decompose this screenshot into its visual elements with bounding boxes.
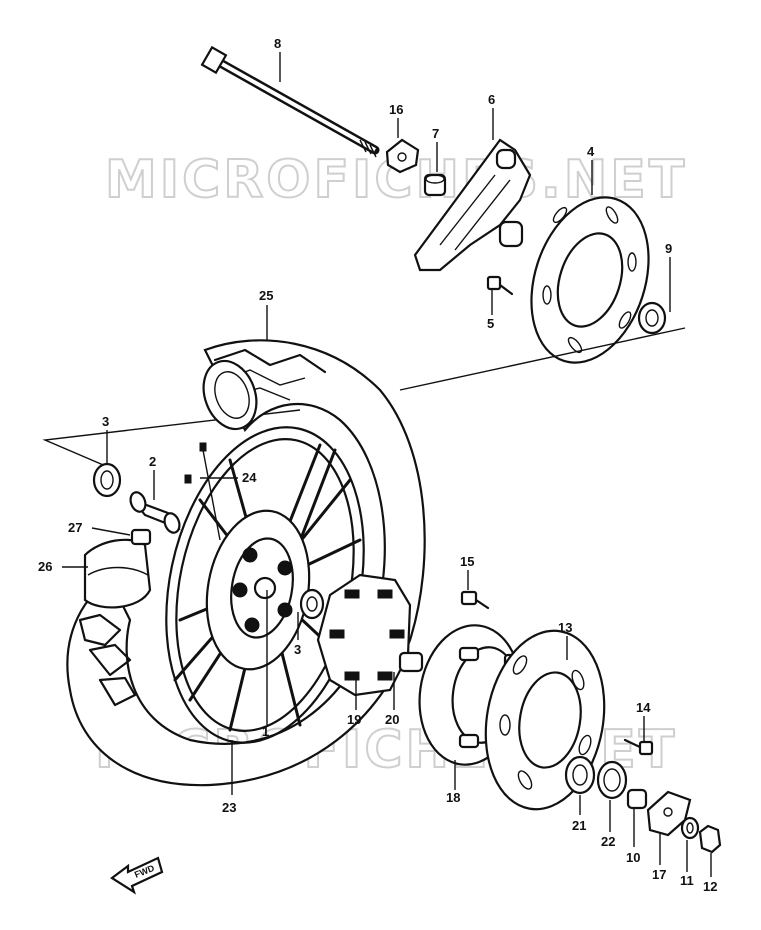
caliper-bracket-part [413, 138, 532, 272]
tire-part [66, 339, 426, 787]
callout-15: 15 [460, 554, 474, 569]
bearing-part [637, 301, 667, 335]
callout-3-top: 3 [102, 414, 109, 429]
spacer-tube-part [129, 491, 181, 534]
callout-22: 22 [601, 834, 615, 849]
callout-24: 24 [242, 470, 257, 485]
spacer-part [423, 173, 447, 197]
callout-20: 20 [385, 712, 399, 727]
wheel-hub-part [205, 509, 311, 671]
cush-drive-damper-part [316, 573, 412, 697]
callout-4: 4 [587, 144, 595, 159]
sprocket-spacer-part [626, 788, 648, 810]
callout-25: 25 [259, 288, 273, 303]
valve-part [184, 442, 221, 541]
callout-9: 9 [665, 241, 672, 256]
callout-10: 10 [626, 850, 640, 865]
fwd-arrow-icon: FWD [110, 856, 164, 895]
callout-27: 27 [68, 520, 82, 535]
stud-part [460, 590, 490, 610]
callout-21: 21 [572, 818, 586, 833]
callout-8: 8 [274, 36, 281, 51]
callout-6: 6 [488, 92, 495, 107]
callout-18: 18 [446, 790, 460, 805]
left-bearing-part [92, 462, 122, 498]
sprocket-bearing-part [564, 755, 596, 795]
callout-1: 1 [262, 724, 269, 739]
tire-tread-part [78, 613, 137, 707]
callout-14: 14 [636, 700, 651, 715]
callout-16: 16 [389, 102, 403, 117]
callout-17: 17 [652, 867, 666, 882]
right-hub-bearing-part [299, 588, 325, 620]
callout-2: 2 [149, 454, 156, 469]
axle-nut-part [698, 824, 722, 854]
leader-lines [62, 52, 712, 877]
callout-12: 12 [703, 879, 717, 894]
callout-5: 5 [487, 316, 494, 331]
callout-3-bottom: 3 [294, 642, 301, 657]
sprocket-bolt-part [623, 738, 654, 756]
oil-seal-part [596, 760, 628, 800]
rim-strip-part [83, 528, 152, 609]
callouts: 8 16 7 6 4 9 5 25 3 2 24 27 26 3 1 23 19… [38, 36, 717, 894]
chain-adjuster-part [385, 138, 420, 174]
brake-disc-part [530, 196, 650, 364]
callout-13: 13 [558, 620, 572, 635]
callout-23: 23 [222, 800, 236, 815]
collar-part [398, 651, 424, 673]
callout-26: 26 [38, 559, 52, 574]
callout-11: 11 [680, 873, 694, 888]
bolt-part [486, 275, 514, 296]
callout-7: 7 [432, 126, 439, 141]
axle-part [200, 45, 380, 158]
washer-part [680, 816, 700, 840]
callout-19: 19 [347, 712, 361, 727]
